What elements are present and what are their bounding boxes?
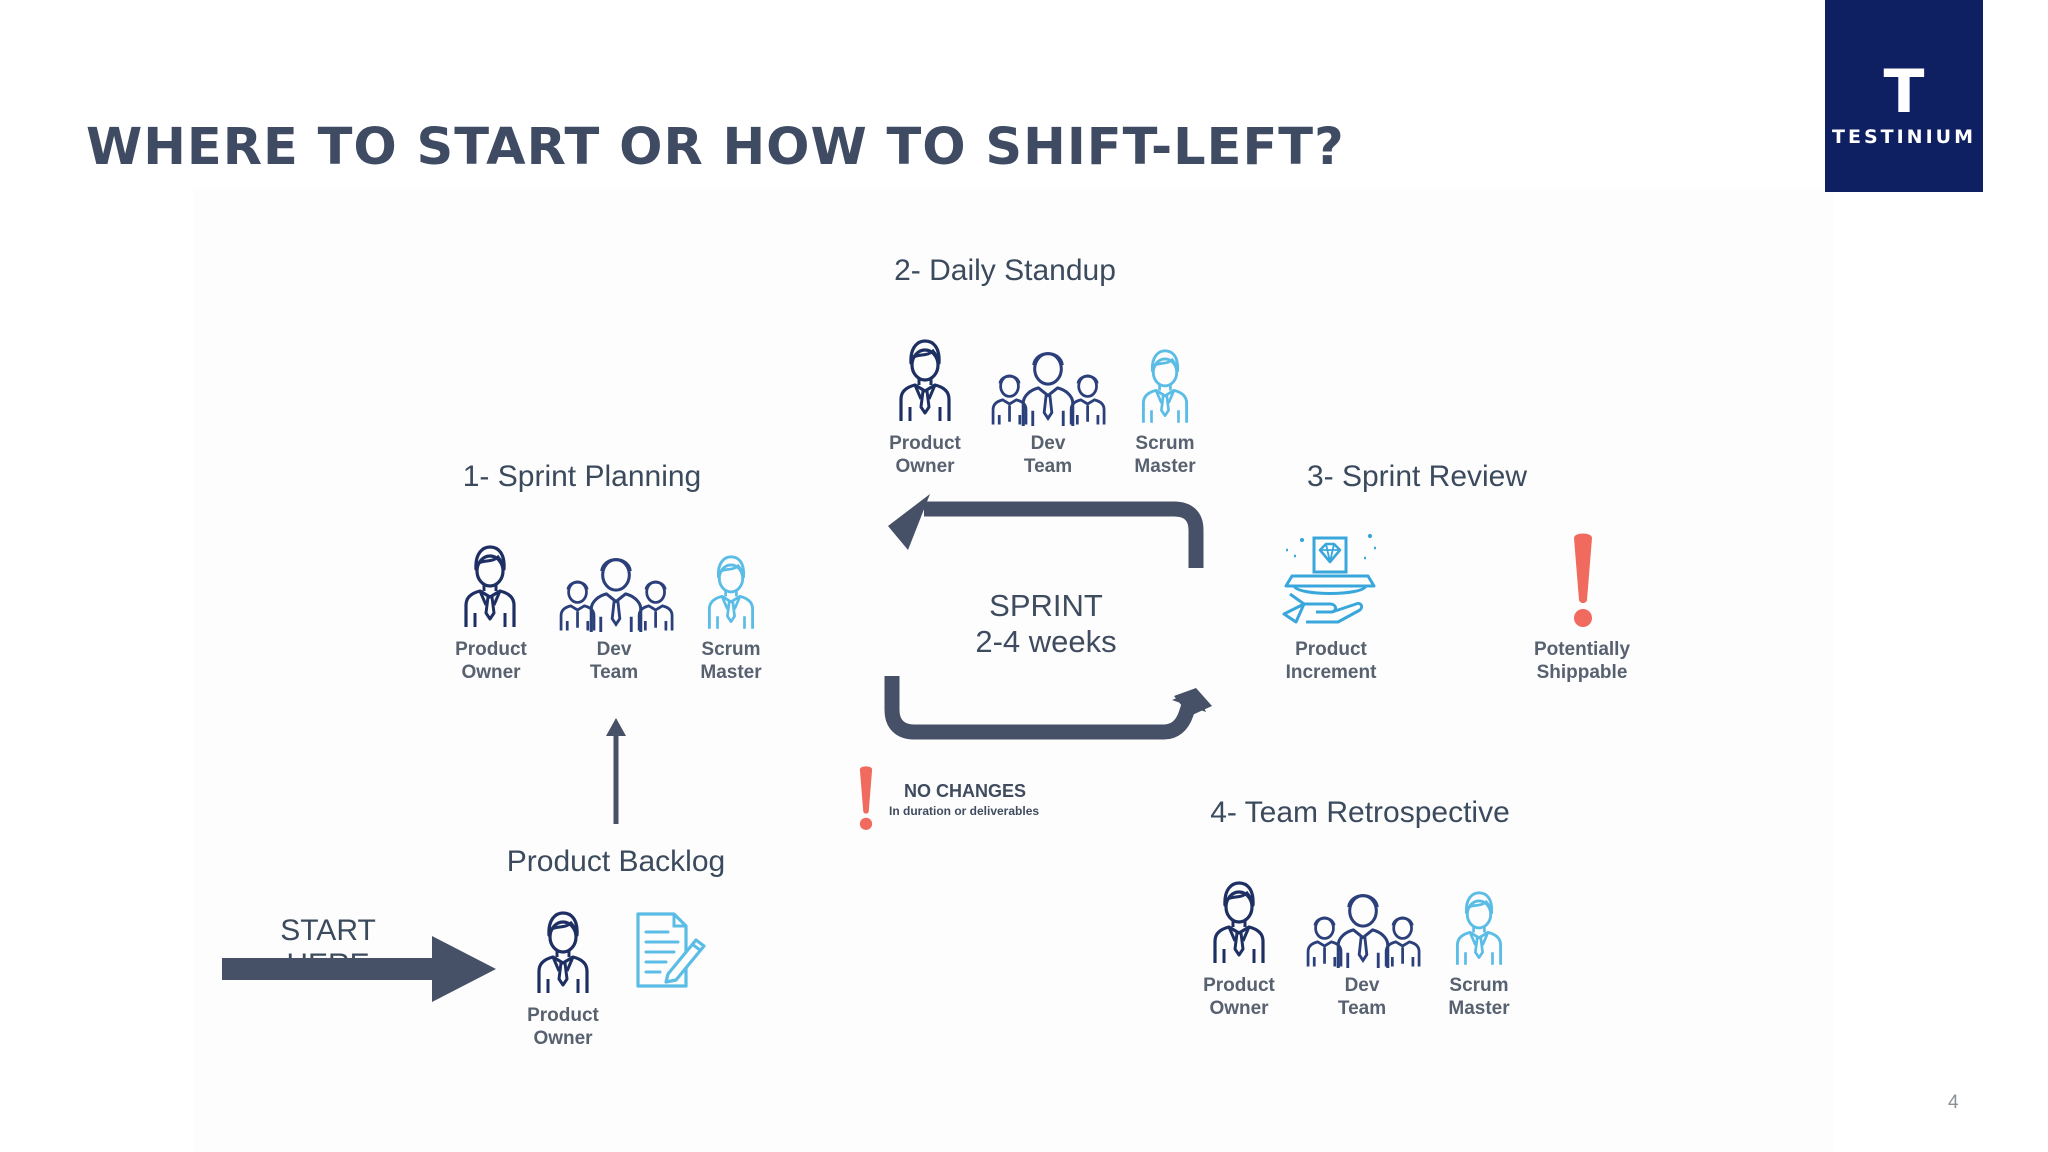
page-number: 4 (1948, 1092, 1959, 1113)
no-changes-subtitle: In duration or deliverables (889, 804, 1040, 818)
scrum-master-icon (704, 552, 758, 630)
sprint-label: SPRINT 2-4 weeks (926, 588, 1166, 660)
product-owner-icon (895, 334, 955, 424)
no-changes-exclamation-icon (854, 764, 878, 832)
sprint-cycle-arrows (884, 494, 1212, 740)
sprint-planning-heading: 1- Sprint Planning (462, 460, 702, 493)
product-owner-icon (460, 540, 520, 630)
product-owner-icon (533, 906, 593, 996)
document-edit-icon (630, 910, 710, 990)
diamond-gift-icon (1280, 530, 1380, 626)
dev-team-icon (1301, 888, 1425, 968)
product-owner-icon (1209, 876, 1269, 966)
dev-team-icon (554, 552, 678, 632)
up-arrow (606, 718, 626, 824)
testinium-logo: T TESTINIUM (1825, 0, 1983, 192)
diagram-background (193, 188, 1833, 1152)
daily-standup-heading: 2- Daily Standup (894, 254, 1116, 287)
sprint-review-heading: 3- Sprint Review (1306, 460, 1528, 493)
logo-wordmark: TESTINIUM (1832, 126, 1976, 148)
exclamation-icon (1568, 530, 1598, 630)
product-backlog-heading: Product Backlog (506, 845, 726, 878)
team-retrospective-heading: 4- Team Retrospective (1210, 796, 1510, 829)
scrum-master-icon (1452, 888, 1506, 966)
dev-team-icon (986, 346, 1110, 426)
logo-letter: T (1883, 57, 1925, 127)
scrum-master-icon (1138, 346, 1192, 424)
slide-title: WHERE TO START OR HOW TO SHIFT-LEFT? (86, 118, 1345, 177)
start-arrow (222, 936, 496, 1002)
no-changes-title: NO CHANGES (904, 781, 1027, 801)
sprint-title: SPRINT (989, 588, 1103, 623)
sprint-duration: 2-4 weeks (975, 624, 1117, 659)
